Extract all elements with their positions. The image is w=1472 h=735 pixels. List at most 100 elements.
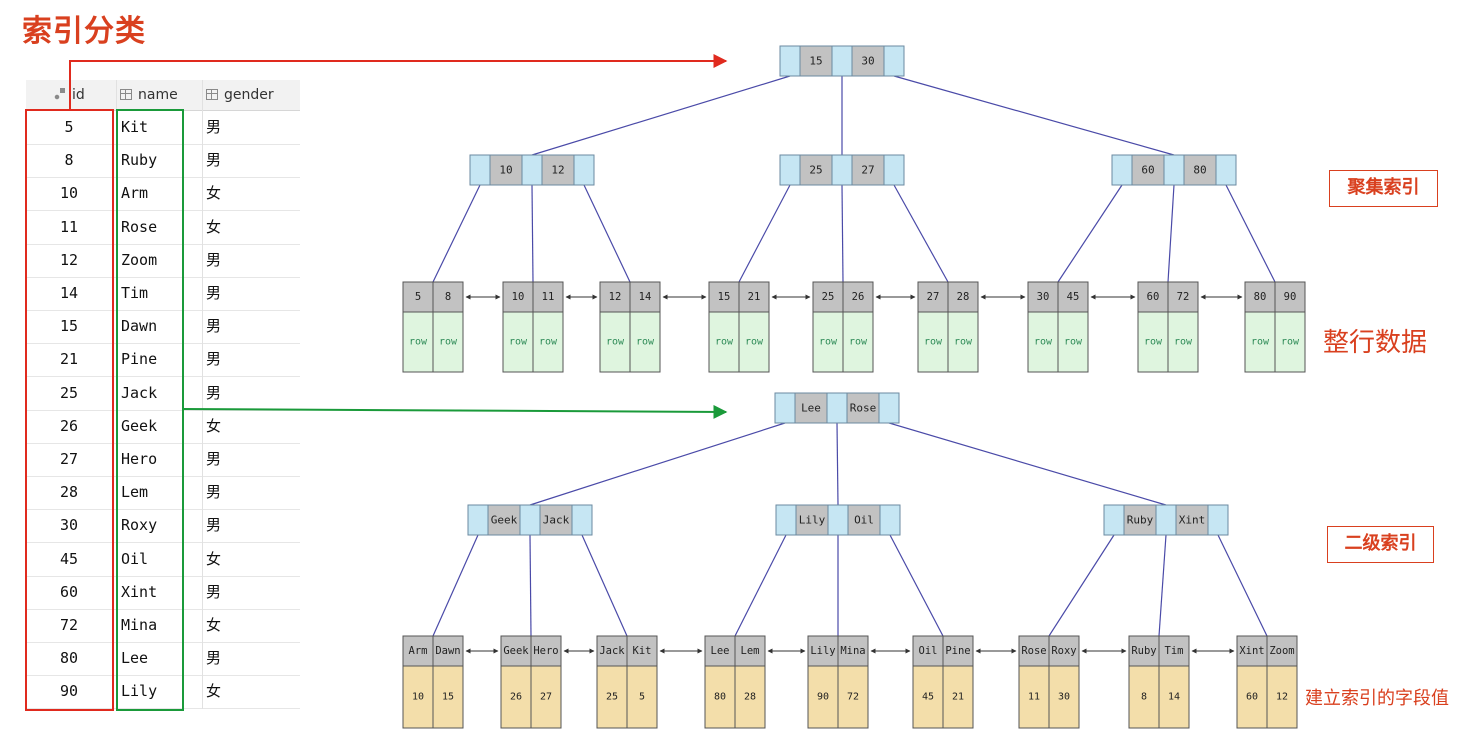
node-key-label: row [924,337,943,348]
node-key-label: Lem [741,645,760,657]
leaf-value-cell [842,311,874,373]
node-key-label: row [819,337,838,348]
column-header-gender[interactable]: gender [206,80,274,110]
cell-name: Roxy [121,516,158,535]
node-key-label: Lee [711,645,730,657]
leaf-key-cell [942,635,974,667]
node-key-label: Jack [543,514,570,527]
node-key-label: row [509,337,528,348]
node-key-label: 30 [861,55,874,68]
node-key-label: 26 [852,291,865,303]
cell-id: 10 [59,184,79,203]
column-header-name[interactable]: name [120,80,178,110]
cell-id: 80 [59,649,79,668]
cell-gender: 男 [206,516,222,535]
node-key-label: 5 [639,692,645,703]
cell-id: 8 [64,151,74,170]
pointer-cell [1111,154,1133,186]
cell-gender: 男 [206,649,222,668]
node-key-label: 12 [551,164,564,177]
node-key-label: 25 [606,692,618,703]
node-key-label: 26 [510,692,522,703]
tree-edge [1158,534,1167,637]
node-key-label: 45 [1067,291,1080,303]
leaf-value-cell [432,311,464,373]
pointer-cell [831,45,853,77]
node-key-label: row [1251,337,1270,348]
node-key-label: 45 [922,692,934,703]
node-key-label: Rose [1021,645,1046,657]
leaf-value-cell [1018,665,1050,729]
internal-node: Lily Oil [775,504,901,536]
column-icon [120,89,132,100]
tree-edge [1225,184,1276,283]
leaf-value-cell [807,665,839,729]
tree-edge [836,422,839,506]
tree-edge [1057,184,1123,283]
leaf-value-cell [812,311,844,373]
leaf-value-cell [1048,665,1080,729]
node-key-label: Geek [503,645,529,657]
column-header-id[interactable]: id [54,80,85,110]
cell-name: Jack [121,383,158,402]
tree-edge [1217,534,1268,637]
node-key-label: row [409,337,428,348]
node-key-label: Lily [799,514,826,527]
pointer-cell [775,504,797,536]
node-key-label: row [606,337,625,348]
id-column-highlight [25,109,114,711]
leaf-key-cell [917,281,949,313]
pointer-cell [883,154,905,186]
leaf-value-cell [1027,311,1059,373]
pointer-cell [827,504,849,536]
leaf-key-cell [530,635,562,667]
node-key-label: 14 [639,291,652,303]
leaf-value-cell [502,311,534,373]
node-key-label: Oil [854,514,874,527]
node-key-label: 72 [1177,291,1190,303]
highlight-boxes [25,54,728,711]
leaf-key-cell [402,635,434,667]
node-key-label: row [439,337,458,348]
cell-name: Ruby [121,151,158,170]
node-key-label: row [1034,337,1053,348]
node-key-label: 25 [809,164,822,177]
cell-gender: 女 [206,549,222,568]
cell-id: 21 [59,350,79,369]
pointer-cell [1155,504,1177,536]
leaf-value-cell [1236,665,1268,729]
key-cell [489,154,523,186]
leaf-value-cell [942,665,974,729]
node-key-label: 11 [1028,692,1040,703]
cell-gender: 男 [206,250,222,269]
node-key-label: Zoom [1269,645,1294,657]
cell-id: 60 [59,582,79,601]
node-key-label: row [715,337,734,348]
